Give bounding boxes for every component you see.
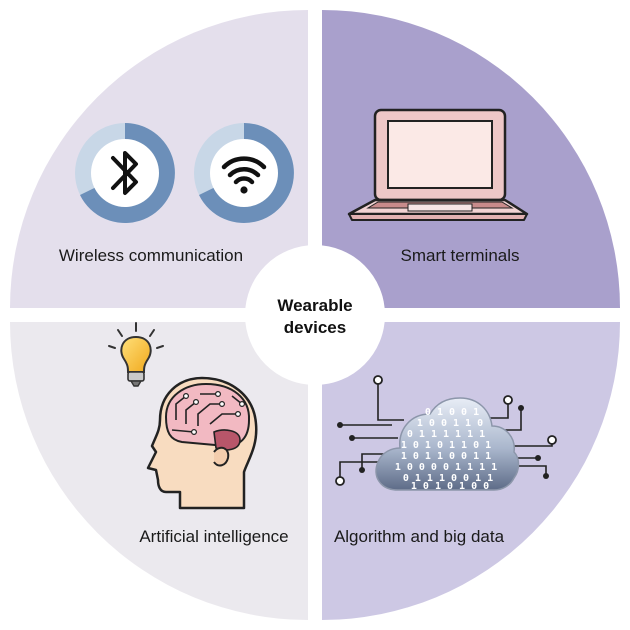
bluetooth-icon xyxy=(75,123,175,223)
bits-row: 1 0 0 1 1 0 xyxy=(417,418,483,429)
wifi-icon xyxy=(194,123,294,223)
bits-row: 0 1 1 1 1 1 1 xyxy=(407,429,485,440)
laptop-icon xyxy=(349,110,527,220)
label-algorithm-big-data: Algorithm and big data xyxy=(334,527,505,546)
bits-row: 1 0 1 1 0 0 1 1 xyxy=(401,451,491,462)
label-wireless-communication: Wireless communication xyxy=(59,246,243,265)
center-title-line1: Wearable xyxy=(277,296,352,315)
label-smart-terminals: Smart terminals xyxy=(400,246,519,265)
bits-row: 1 0 1 0 1 1 0 1 xyxy=(401,440,491,451)
center-circle xyxy=(245,245,385,385)
bits-row: 1 0 1 0 1 0 0 xyxy=(411,481,489,492)
bits-row: 1 0 0 0 0 1 1 1 1 xyxy=(395,462,497,473)
bits-row: 0 1 0 0 1 xyxy=(425,407,479,418)
center-title-line2: devices xyxy=(284,318,346,337)
label-artificial-intelligence: Artificial intelligence xyxy=(139,527,288,546)
